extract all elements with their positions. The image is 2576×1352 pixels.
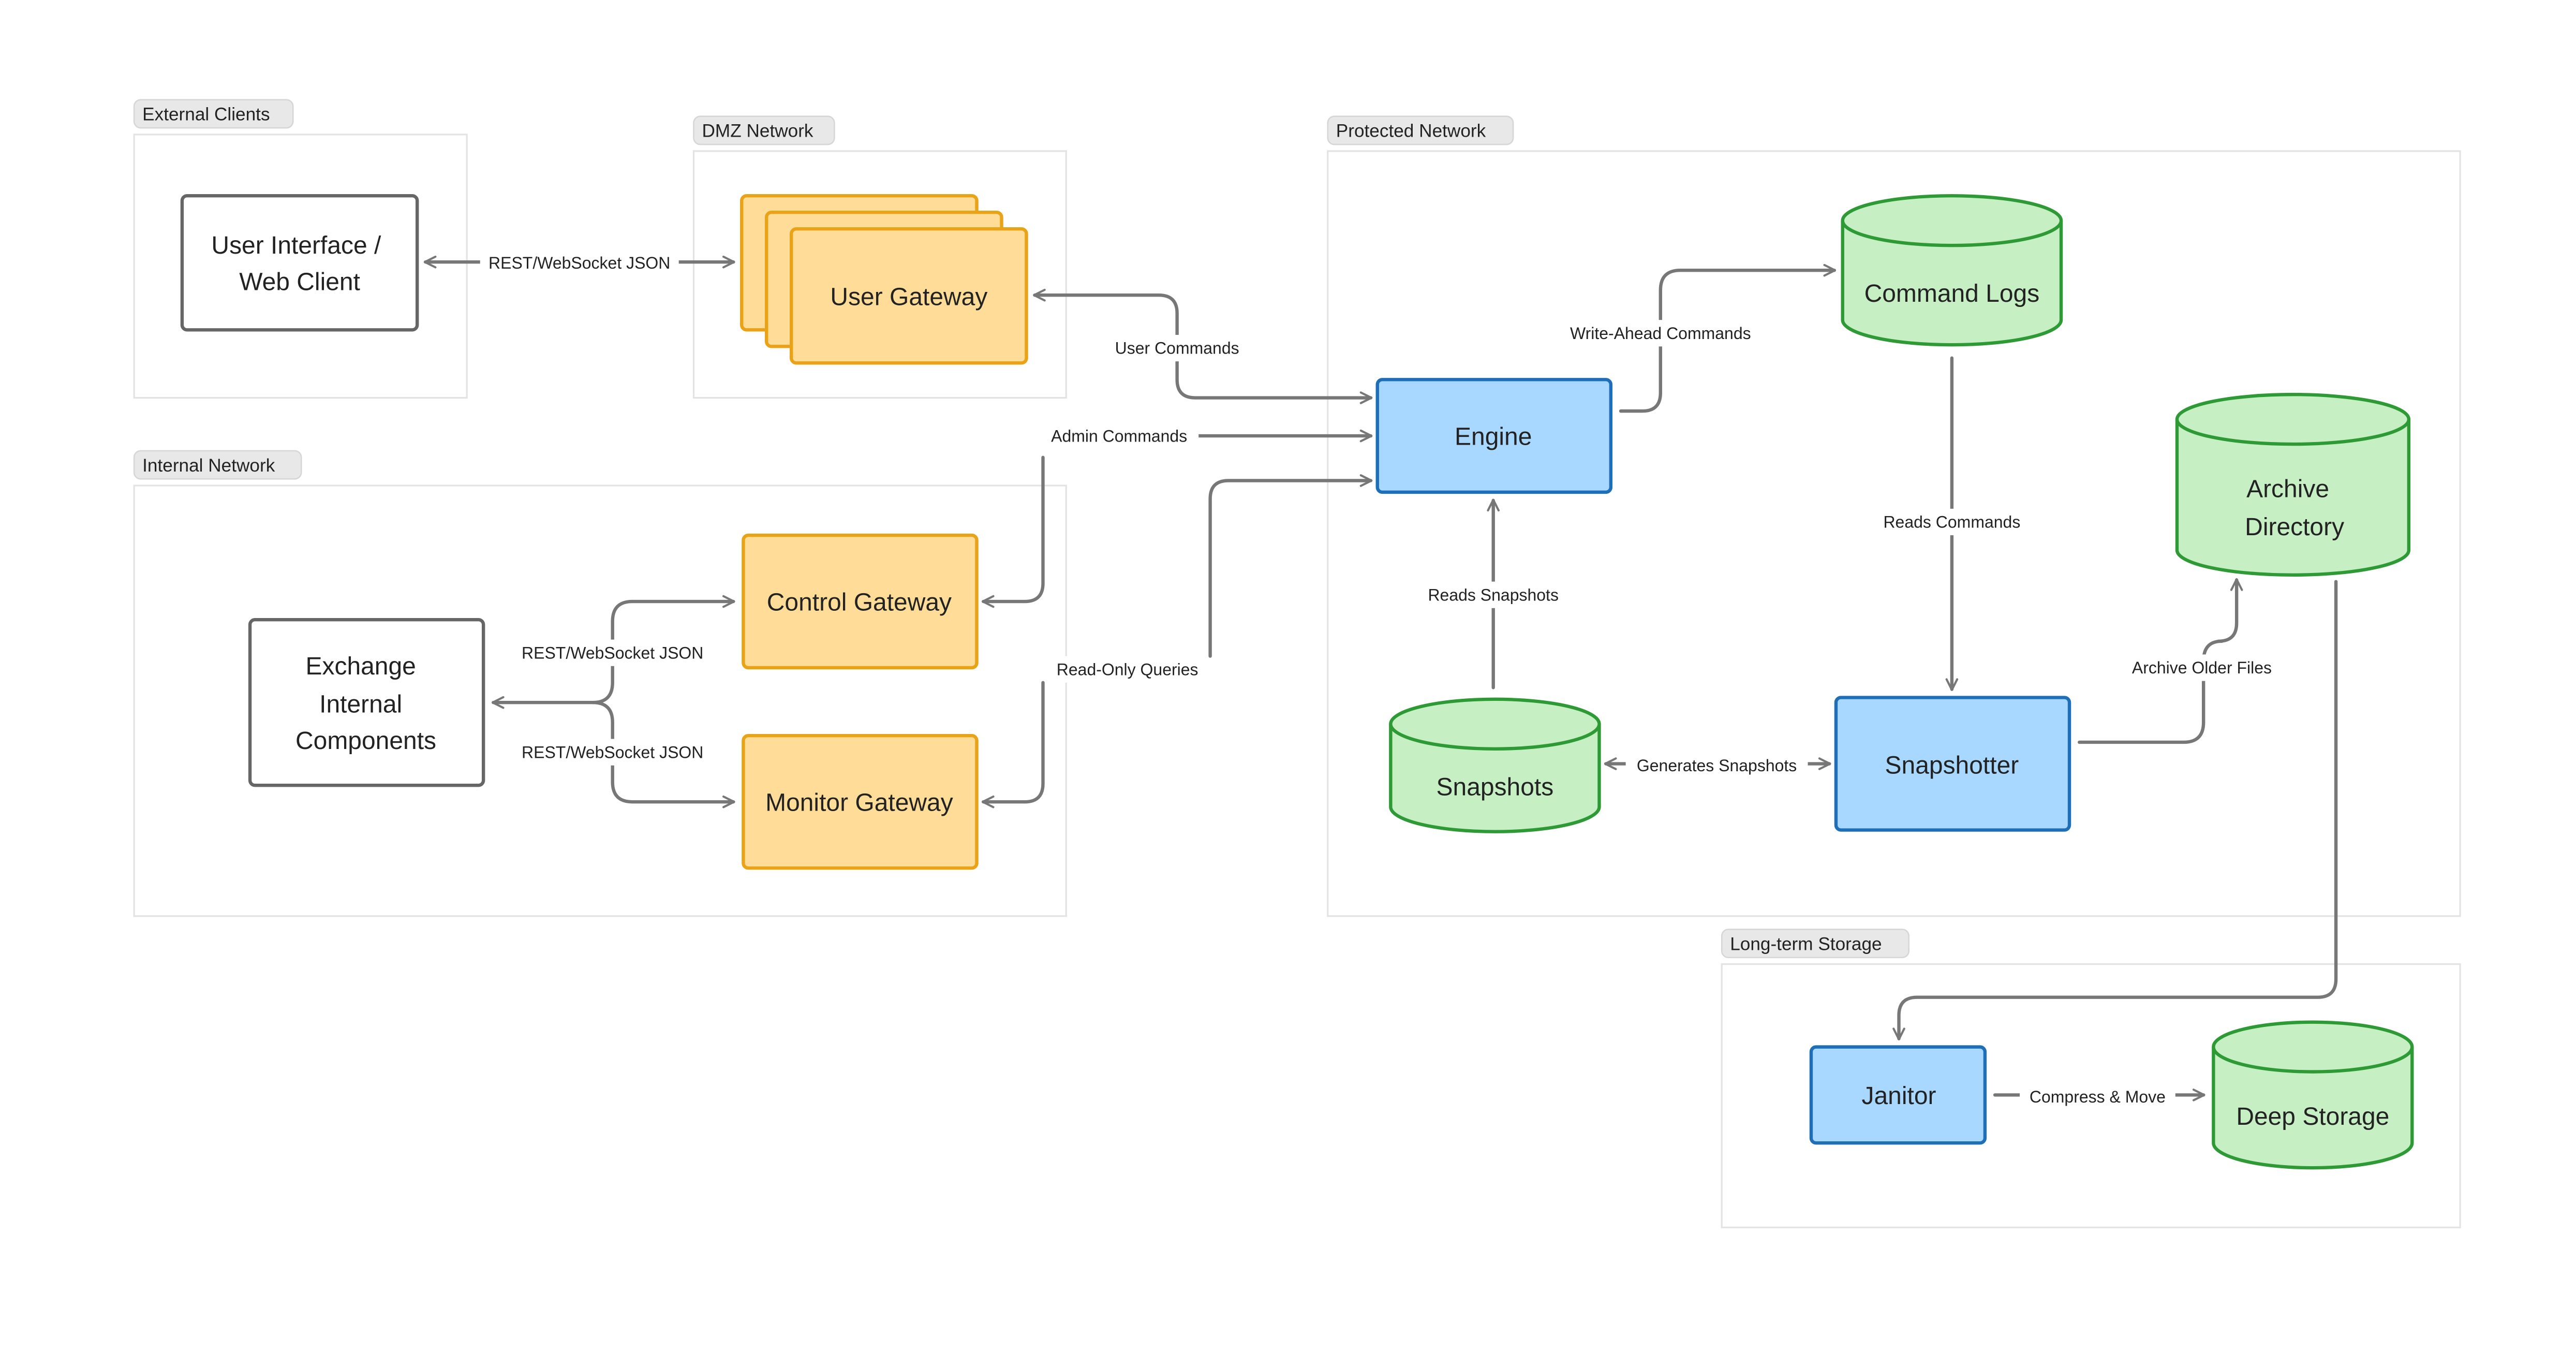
edge-label-compress-move: Compress & Move [2030, 1088, 2166, 1106]
edge-archive-to-janitor [1892, 580, 2338, 1040]
edge-label-generates-snapshots: Generates Snapshots [1637, 756, 1797, 775]
node-control-gateway[interactable]: Control Gateway [742, 533, 979, 670]
svg-text:Exchange Internal: Exchange Internal Components [295, 653, 436, 755]
edge-label-admin-commands: Admin Commands [1051, 427, 1187, 445]
node-monitor-gateway[interactable]: Monitor Gateway [742, 733, 979, 870]
node-deep-storage-label: Deep Storage [2236, 1103, 2389, 1130]
zone-tag [1327, 115, 1514, 145]
node-archive-directory-line1: Archive [2246, 475, 2329, 503]
node-janitor-label: Janitor [1862, 1082, 1936, 1110]
node-user-gateway[interactable]: User Gateway [740, 194, 1028, 365]
zone-tag [1721, 929, 1909, 959]
edge-label-reads-snapshots: Reads Snapshots [1428, 585, 1559, 604]
edge-label-write-ahead: Write-Ahead Commands [1570, 324, 1751, 343]
zone-dmz-network: DMZ Network [692, 115, 1067, 399]
edge-label-readonly-queries: Read-Only Queries [1057, 660, 1198, 679]
zone-tag [693, 115, 835, 145]
zone-external-clients: External Clients [133, 99, 468, 399]
node-engine[interactable]: Engine [1375, 378, 1613, 494]
node-ui-client-line1: User Interface / [211, 232, 381, 259]
node-command-logs-label: Command Logs [1864, 280, 2040, 307]
node-exchange-line1: Exchange [305, 653, 416, 680]
edge-label-ui-gateway: REST/WebSocket JSON [488, 254, 670, 272]
zone-internal-network: Internal Network [133, 450, 1067, 917]
zone-tag [133, 450, 302, 480]
node-command-logs[interactable]: Command Logs [1841, 194, 2063, 347]
edge-label-user-commands: User Commands [1115, 339, 1239, 358]
node-ui-client[interactable]: User Interface / Web Client [180, 194, 419, 332]
zone-protected-network: Protected Network [1327, 115, 2461, 917]
zone-title-dmz: DMZ Network [702, 121, 813, 141]
node-janitor[interactable]: Janitor [1809, 1045, 1987, 1145]
node-monitor-gateway-label: Monitor Gateway [765, 789, 953, 817]
svg-text:User Interface / Web Cli: User Interface / Web Client [211, 232, 388, 296]
node-ui-client-line2: Web Client [239, 269, 360, 296]
zone-title-longterm: Long-term Storage [1730, 934, 1882, 954]
node-archive-directory[interactable]: Archive Directory [2175, 392, 2411, 577]
edge-label-monitor-json: REST/WebSocket JSON [522, 743, 703, 761]
edge-label-reads-commands: Reads Commands [1883, 513, 2020, 532]
edge-monitor-json [591, 700, 735, 809]
edge-readonly-queries-engine [1208, 474, 1373, 658]
node-snapshotter-label: Snapshotter [1885, 752, 2019, 780]
node-snapshots[interactable]: Snapshots [1389, 697, 1601, 833]
node-control-gateway-label: Control Gateway [767, 589, 952, 616]
node-engine-label: Engine [1455, 423, 1532, 451]
edge-readonly-queries-monitor [982, 681, 1045, 809]
edge-write-ahead [1619, 263, 1837, 413]
node-exchange-internal[interactable]: Exchange Internal Components [248, 618, 485, 787]
zone-tag [133, 99, 294, 129]
edge-label-archive-older: Archive Older Files [2132, 658, 2272, 677]
edge-label-control-json: REST/WebSocket JSON [522, 643, 703, 662]
node-exchange-line2: Internal [319, 690, 402, 718]
zone-title-protected: Protected Network [1336, 121, 1486, 141]
node-exchange-line3: Components [295, 727, 436, 755]
node-snapshots-label: Snapshots [1437, 773, 1554, 801]
node-snapshotter[interactable]: Snapshotter [1834, 696, 2071, 832]
node-archive-directory-line2: Directory [2245, 513, 2344, 541]
svg-text:Archive Directory: Archive Directory [2245, 475, 2344, 541]
edge-archive-older [2078, 578, 2243, 744]
zone-long-term-storage: Long-term Storage [1721, 929, 2461, 1228]
node-user-gateway-label: User Gateway [830, 283, 987, 311]
node-deep-storage[interactable]: Deep Storage [2212, 1020, 2414, 1170]
zone-title-external: External Clients [142, 105, 270, 125]
zone-title-internal: Internal Network [142, 455, 275, 476]
edge-admin-commands-control [982, 455, 1045, 608]
